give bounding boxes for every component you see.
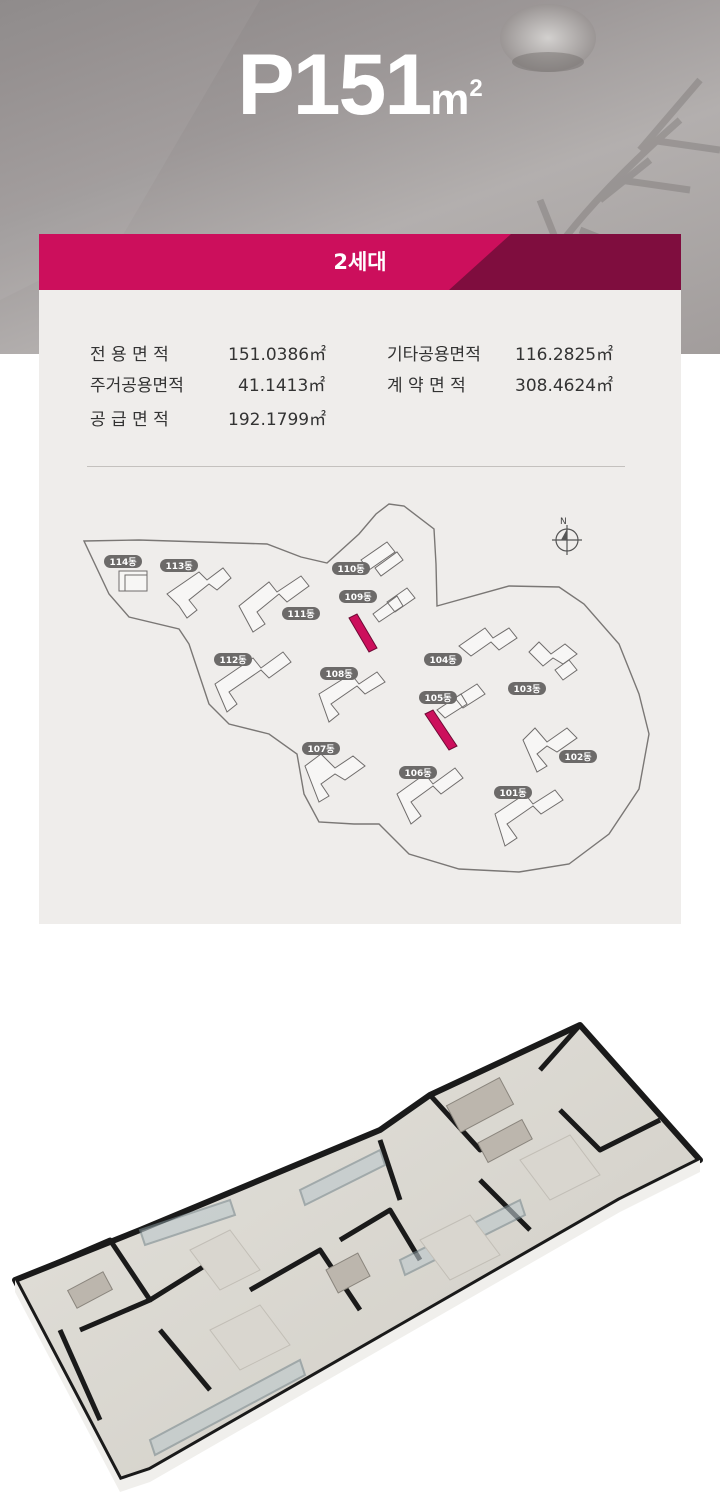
area-value: 151.0386㎡ (228, 345, 327, 365)
area-row-other-common: 기타공용면적 116.2825㎡ (387, 340, 613, 365)
north-compass-icon: N (552, 517, 582, 555)
building-label: 113동 (165, 561, 192, 572)
unit-type-number: P151 (237, 37, 432, 133)
building-label: 112동 (219, 655, 246, 666)
building-label: 114동 (109, 557, 136, 568)
building-label: 110동 (337, 564, 364, 575)
area-row-exclusive: 전 용 면 적 151.0386㎡ (90, 340, 326, 365)
area-label: 기타공용면적 (387, 345, 481, 365)
building-106-shape (396, 767, 464, 825)
site-boundary (82, 503, 650, 873)
building-label: 106동 (404, 768, 431, 779)
area-value: 116.2825㎡ (515, 345, 614, 365)
building-label: 108동 (325, 669, 352, 680)
building-105-highlight (424, 709, 458, 751)
hero-background-image (0, 0, 720, 302)
north-label: N (560, 517, 567, 527)
area-row-contract: 계 약 면 적 308.4624㎡ (387, 371, 613, 396)
building-109-shape (372, 587, 416, 623)
area-value: 41.1413㎡ (238, 376, 326, 396)
building-label: 107동 (307, 744, 334, 755)
area-label: 계 약 면 적 (387, 376, 466, 396)
isometric-floor-plan-image (12, 1022, 703, 1492)
site-plan: N (82, 503, 650, 873)
building-label: 111동 (287, 609, 314, 620)
unit-type-title: P151m2 (0, 36, 720, 135)
building-label: 103동 (513, 684, 540, 695)
unit-type-unit: m2 (430, 75, 483, 124)
households-header: 2세대 (39, 234, 681, 290)
area-row-residential-common: 주거공용면적 41.1413㎡ (90, 371, 325, 396)
building-107-shape (304, 753, 366, 803)
building-label: 105동 (424, 693, 451, 704)
building-label: 109동 (344, 592, 371, 603)
building-111-shape (238, 575, 310, 633)
area-value: 192.1799㎡ (228, 410, 327, 430)
households-count: 2세대 (333, 250, 387, 274)
card-divider (87, 466, 625, 467)
area-label: 주거공용면적 (90, 376, 184, 396)
area-value: 308.4624㎡ (515, 376, 614, 396)
building-109-highlight (348, 613, 378, 653)
building-113-shape (166, 567, 232, 619)
area-row-supply: 공 급 면 적 192.1799㎡ (90, 405, 326, 430)
building-label: 101동 (499, 788, 526, 799)
building-label: 104동 (429, 655, 456, 666)
building-102-shape (522, 727, 578, 773)
building-108-shape (318, 671, 386, 723)
building-101-shape (494, 789, 564, 847)
building-103-shape (528, 641, 578, 681)
building-104-shape (458, 627, 518, 657)
area-label: 공 급 면 적 (90, 410, 169, 430)
header-accent-shape (449, 234, 681, 290)
building-112-shape (214, 651, 292, 713)
building-label: 102동 (564, 752, 591, 763)
area-label: 전 용 면 적 (90, 345, 169, 365)
unit-info-card: 2세대 전 용 면 적 151.0386㎡ 주거공용면적 41.1413㎡ 공 … (39, 234, 681, 924)
